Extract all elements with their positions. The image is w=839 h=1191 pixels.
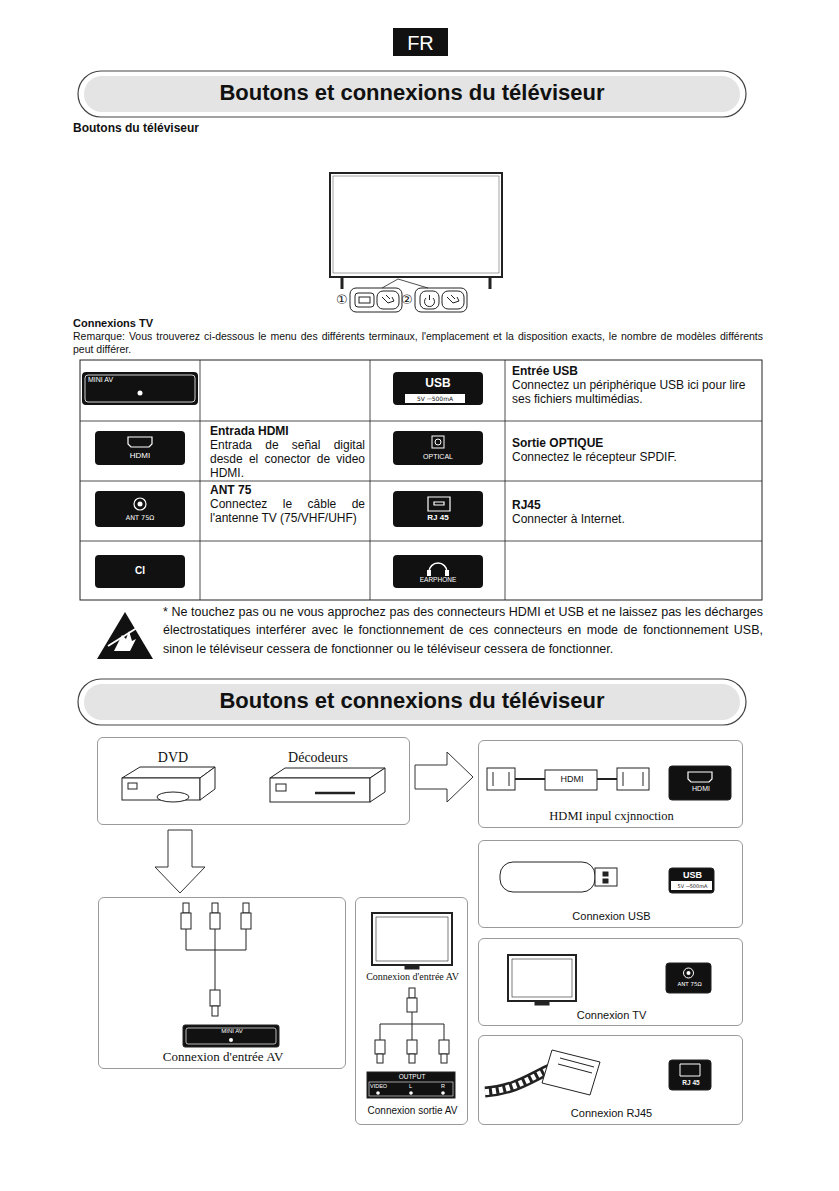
caption: HDMI inpul cxjnnoction — [479, 809, 744, 824]
text-label: DVD — [138, 750, 208, 767]
port-label: RJ 45 — [670, 1079, 712, 1087]
subheading: Boutons du téléviseur — [73, 121, 199, 135]
text-label: Décodeurs — [268, 750, 368, 767]
connection-panel: MINI AV Connexion d'entrée AV — [98, 897, 346, 1069]
callout-number: ① — [336, 292, 348, 308]
section-banner-title: Boutons et connexions du téléviseur — [78, 688, 746, 714]
caption: Connexion RJ45 — [479, 1107, 744, 1120]
port-label: MINI AV — [184, 1028, 280, 1035]
connection-panel: Connexion d'entrée AV OUTPUT VIDEO L R Connex… — [355, 897, 468, 1125]
table-heading: Entrada HDMI — [210, 424, 365, 438]
connection-panel: DVD Décodeurs — [97, 737, 410, 825]
connection-panel: ANT 75Ω Connexion TV — [478, 938, 743, 1026]
table-text: Connectez le récepteur SPDIF. — [512, 450, 757, 464]
caption: Connexion d'entrée AV — [99, 1049, 347, 1065]
port-rating: 5V ⎓500mA — [405, 395, 465, 402]
block-arrow — [155, 830, 205, 893]
connection-panel: USB 5V ⎓500mA Connexion USB — [478, 840, 743, 928]
port-label: MINI AV — [88, 376, 113, 384]
port-label: ANT 75Ω — [667, 981, 712, 988]
caption: Connexion sortie AV — [356, 1105, 469, 1117]
callout-number: ② — [401, 292, 413, 308]
cable-label: HDMI — [546, 774, 598, 785]
port-label: EARPHONE — [393, 576, 483, 584]
table-text: Connecter à Internet. — [512, 512, 757, 526]
port-label: USB — [670, 870, 715, 881]
port-label: RJ 45 — [393, 513, 483, 523]
port-label: OPTICAL — [393, 453, 483, 461]
port-rating: 5V ⎓500mA — [672, 883, 713, 889]
jack-label: VIDEO — [370, 1083, 387, 1090]
port-label: USB — [393, 376, 483, 390]
table-heading: Sortie OPTIQUE — [512, 436, 757, 450]
panel-label: OUTPUT — [368, 1073, 456, 1081]
table-heading: Entrée USB — [512, 364, 757, 378]
jack-label: L — [409, 1083, 412, 1090]
caption: Connexion TV — [479, 1009, 744, 1022]
section-banner-title: Boutons et connexions du téléviseur — [78, 80, 746, 106]
subheading: Connexions TV — [73, 317, 153, 330]
port-label: HDMI — [95, 451, 185, 461]
port-label: CI — [95, 565, 185, 577]
language-tag: FR — [393, 31, 448, 55]
warning-text: * Ne touchez pas ou ne vous approchez pa… — [163, 603, 763, 658]
table-text: Connectez le câble de l'antenne TV (75/V… — [210, 497, 365, 525]
caption: Connexion d'entrée AV — [356, 971, 469, 983]
port-label: HDMI — [670, 785, 732, 793]
port-label: ANT 75Ω — [95, 515, 185, 523]
block-arrow — [415, 752, 473, 802]
caption: Connexion USB — [479, 910, 744, 923]
connection-panel: HDMI HDMI HDMI inpul cxjnnoction — [478, 740, 743, 828]
table-heading: RJ45 — [512, 498, 757, 512]
table-heading: ANT 75 — [210, 483, 365, 497]
table-text: Connectez un périphérique USB ici pour l… — [512, 378, 757, 407]
note-text: Remarque: Vous trouverez ci-dessous le m… — [73, 330, 763, 355]
connection-panel: RJ 45 Connexion RJ45 — [478, 1035, 743, 1125]
jack-label: R — [441, 1083, 445, 1090]
table-text: Entrada de señal digital desde el conect… — [210, 438, 365, 480]
